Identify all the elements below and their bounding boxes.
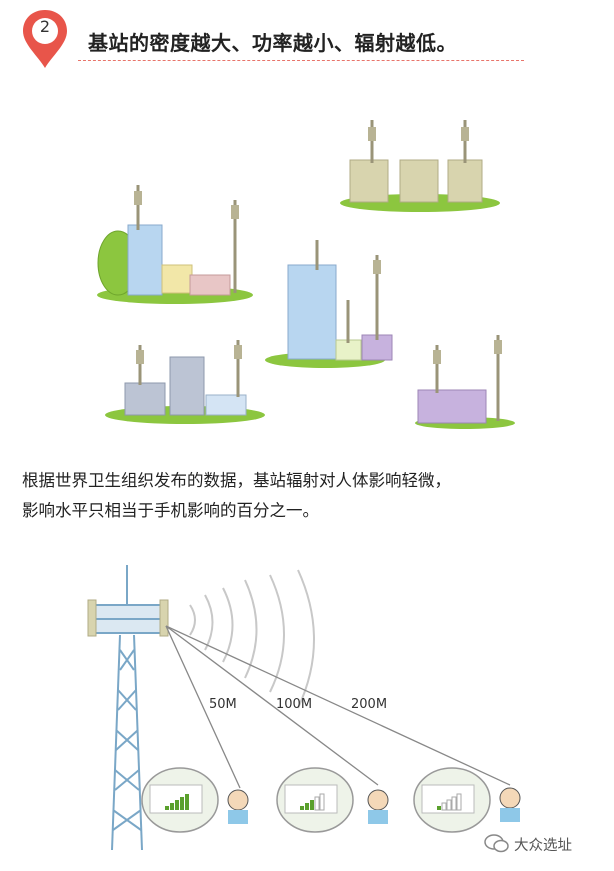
distance-label-100m: 100M	[276, 697, 313, 712]
khaki-building-group	[340, 120, 500, 212]
badge-number: 2	[39, 17, 51, 36]
distance-label-50m: 50M	[209, 697, 237, 712]
distance-lines	[165, 625, 511, 789]
city-base-station-illustration	[97, 120, 515, 429]
left-building-group	[97, 185, 253, 304]
phone-signal-2	[276, 767, 389, 833]
bottom-right-building-group	[415, 335, 515, 429]
lattice-tower-icon	[93, 565, 163, 851]
phone-signal-3	[413, 767, 521, 833]
info-paragraph: 根据世界卫生组织发布的数据，基站辐射对人体影响轻微， 影响水平只相当于手机影响的…	[22, 466, 597, 526]
distance-label-200m: 200M	[351, 697, 388, 712]
section-header: 2 基站的密度越大、功率越小、辐射越低。	[0, 0, 614, 80]
wechat-icon	[484, 834, 509, 853]
signal-waves	[189, 569, 315, 709]
location-pin-icon	[23, 10, 67, 68]
center-building-group	[265, 240, 393, 368]
paragraph-line-2: 影响水平只相当于手机影响的百分之一。	[22, 501, 319, 520]
dashed-divider	[78, 60, 524, 61]
page-title: 基站的密度越大、功率越小、辐射越低。	[88, 31, 457, 55]
watermark-text: 大众选址	[514, 838, 572, 854]
signal-distance-diagram	[87, 565, 521, 851]
paragraph-line-1: 根据世界卫生组织发布的数据，基站辐射对人体影响轻微，	[22, 471, 451, 490]
phone-signal-1	[141, 767, 249, 833]
bottom-left-building-group	[105, 340, 265, 424]
